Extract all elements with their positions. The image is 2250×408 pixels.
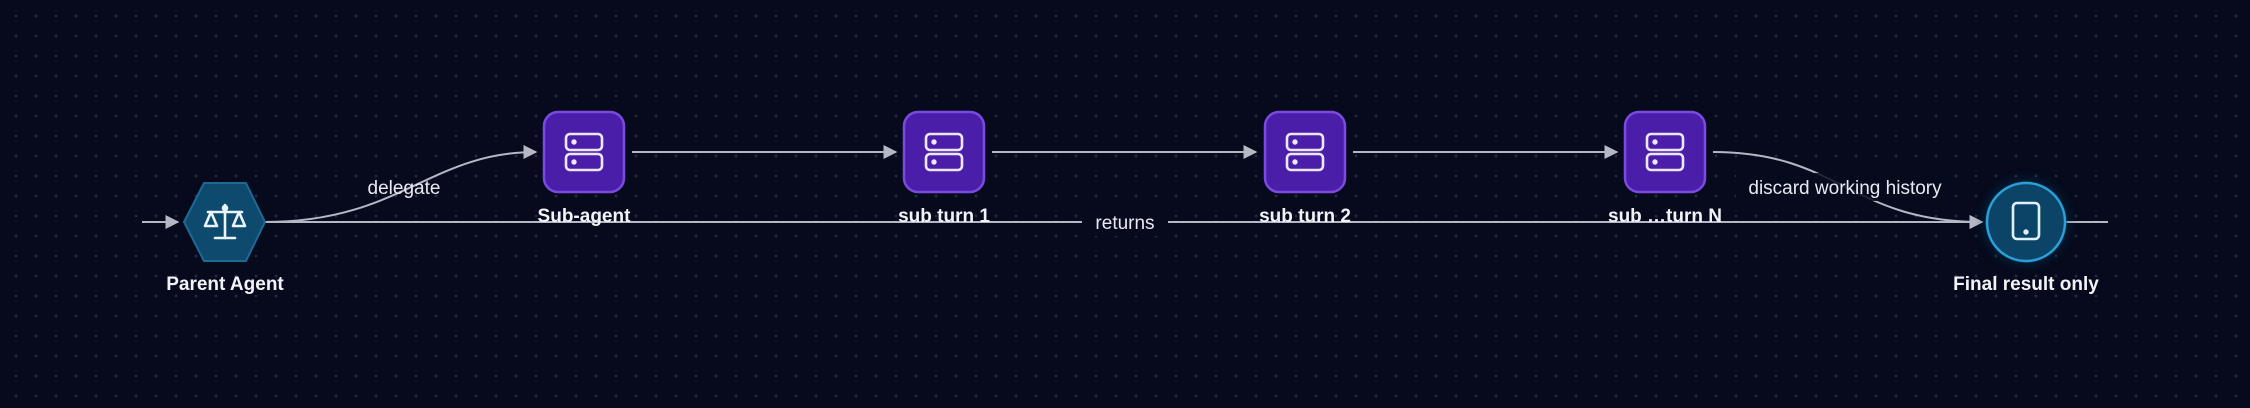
turn2-box <box>1263 110 1347 194</box>
server-icon <box>564 132 604 172</box>
node-sub-turn-1[interactable]: sub turn 1 <box>898 110 990 227</box>
turn2-label: sub turn 2 <box>1259 206 1351 227</box>
subagent-box <box>542 110 626 194</box>
turnN-label: sub …turn N <box>1608 206 1722 227</box>
turnN-box <box>1623 110 1707 194</box>
discard-label: discard working history <box>1748 178 1942 199</box>
node-sub-agent[interactable]: Sub-agent <box>538 110 632 227</box>
delegate-edge <box>264 145 538 223</box>
subagent-label: Sub-agent <box>538 206 632 227</box>
node-sub-turn-2[interactable]: sub turn 2 <box>1259 110 1351 227</box>
turn1-box <box>902 110 986 194</box>
delegate-label: delegate <box>368 178 441 199</box>
final-circle <box>1985 181 2067 263</box>
node-parent-agent[interactable]: Parent Agent <box>166 182 284 295</box>
turn1-label: sub turn 1 <box>898 206 990 227</box>
parent-label: Parent Agent <box>166 274 284 295</box>
server-icon <box>1645 132 1685 172</box>
returns-label: returns <box>1095 213 1154 234</box>
final-label: Final result only <box>1953 274 2099 295</box>
tablet-icon <box>2011 201 2041 241</box>
scales-icon <box>203 203 247 240</box>
server-icon <box>924 132 964 172</box>
discard-label-bg <box>1736 173 1954 201</box>
node-sub-turn-n[interactable]: sub …turn N <box>1608 110 1722 227</box>
node-final-result[interactable]: Final result only <box>1953 181 2099 295</box>
returns-label-bg <box>1082 208 1168 236</box>
edge-labels: returns delegate discard working history <box>368 173 1954 236</box>
server-icon <box>1285 132 1325 172</box>
